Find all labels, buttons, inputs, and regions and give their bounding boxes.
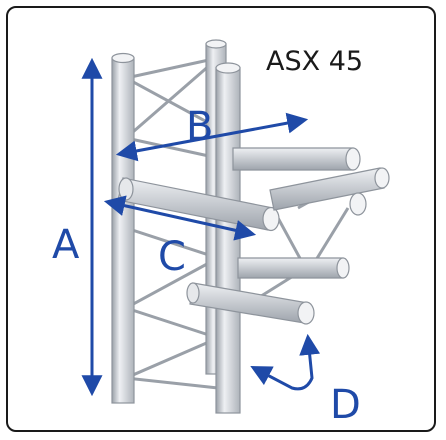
chord-front xyxy=(215,67,241,414)
dim-label-a: A xyxy=(52,222,80,268)
product-title: ASX 45 xyxy=(266,46,363,77)
truss-diagram: ASX 45 A B C D xyxy=(52,39,390,428)
chord-left xyxy=(111,57,135,404)
diagram-frame: ASX 45 A B C D xyxy=(6,6,436,432)
arm-upper-rear xyxy=(232,147,354,171)
dimension-arrows xyxy=(81,57,321,397)
arm-upper-right xyxy=(269,167,385,211)
arrow-c xyxy=(103,195,257,241)
arm-lower-rear xyxy=(237,257,344,279)
arrow-b xyxy=(115,112,309,162)
dim-label-d: D xyxy=(330,382,361,428)
dim-label-b: B xyxy=(186,104,213,150)
arm-end-front xyxy=(349,192,367,216)
arrow-d xyxy=(250,333,321,391)
dim-label-c: C xyxy=(158,234,186,280)
